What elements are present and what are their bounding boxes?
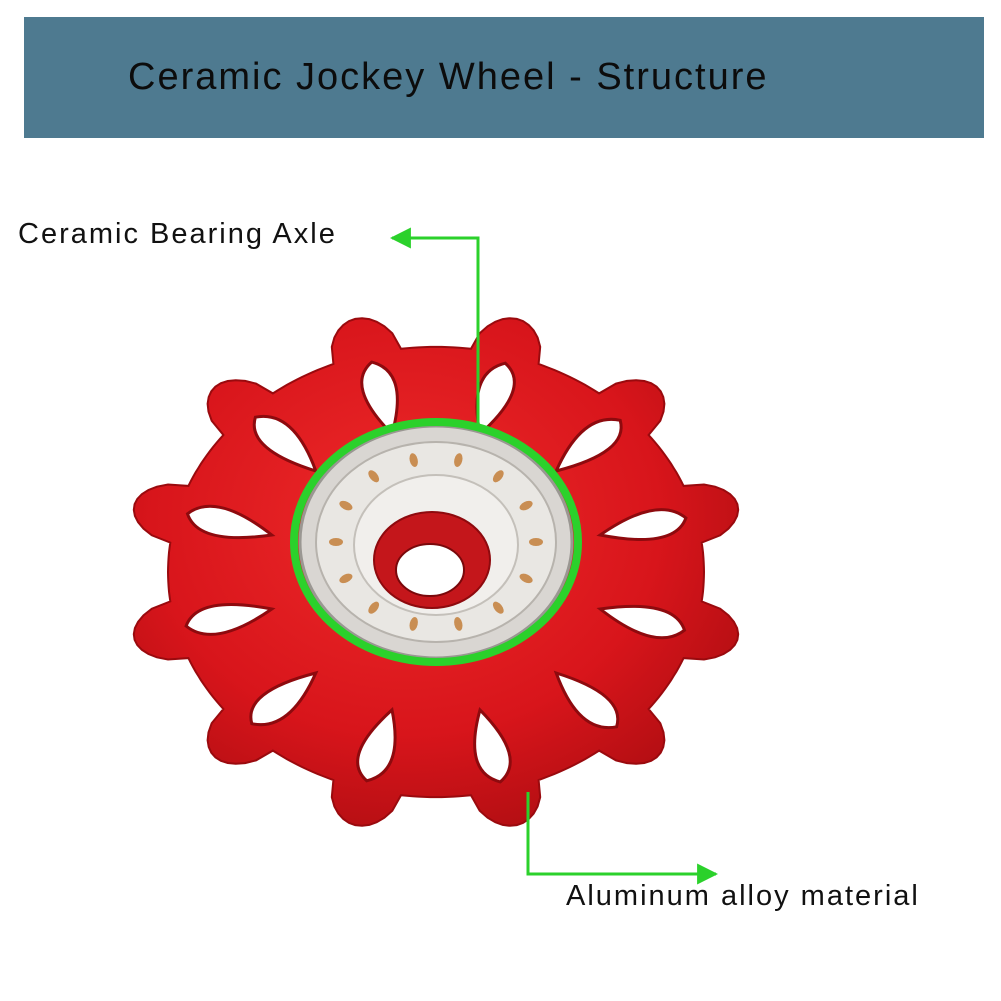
- spoke-hole: [596, 604, 687, 640]
- spoke-hole: [473, 706, 512, 784]
- bearing-ball: [519, 500, 533, 511]
- bearing-ball: [339, 500, 353, 511]
- bearing-callout: [290, 227, 582, 666]
- spoke-hole: [596, 508, 688, 541]
- bearing-ball: [409, 617, 418, 631]
- material-label: Aluminum alloy material: [566, 880, 920, 912]
- spoke-hole: [185, 504, 276, 540]
- bearing: [298, 424, 574, 660]
- bearing-ball: [409, 453, 418, 467]
- page-title: Ceramic Jockey Wheel - Structure: [128, 56, 769, 98]
- bearing-ball: [454, 453, 463, 467]
- spoke-hole: [184, 603, 276, 636]
- bearing-ball: [339, 573, 353, 584]
- spoke-hole: [252, 414, 319, 474]
- title-banner: [24, 17, 984, 138]
- bearing-ball: [368, 601, 380, 614]
- spoke-hole: [360, 360, 399, 438]
- bearing-highlight-ring: [290, 418, 582, 666]
- spoke-hole: [356, 707, 397, 783]
- spoke-hole: [249, 670, 319, 727]
- spoke-hole: [553, 670, 620, 730]
- material-leader-line: [526, 792, 719, 885]
- bearing-ball: [454, 617, 463, 631]
- bearing-ball: [492, 601, 504, 614]
- bearing-leader-line: [389, 227, 480, 424]
- bearing-ball: [368, 470, 380, 483]
- bearing-balls: [329, 453, 543, 631]
- spoke-hole: [553, 417, 623, 474]
- bearing-ball: [492, 470, 504, 483]
- bearing-label: Ceramic Bearing Axle: [18, 218, 337, 250]
- axle-hole: [395, 543, 465, 597]
- bearing-ball: [519, 573, 533, 584]
- material-callout: [526, 792, 719, 885]
- bearing-ball: [329, 538, 343, 546]
- wheel-spoke-holes: [184, 360, 688, 784]
- bearing-ball: [529, 538, 543, 546]
